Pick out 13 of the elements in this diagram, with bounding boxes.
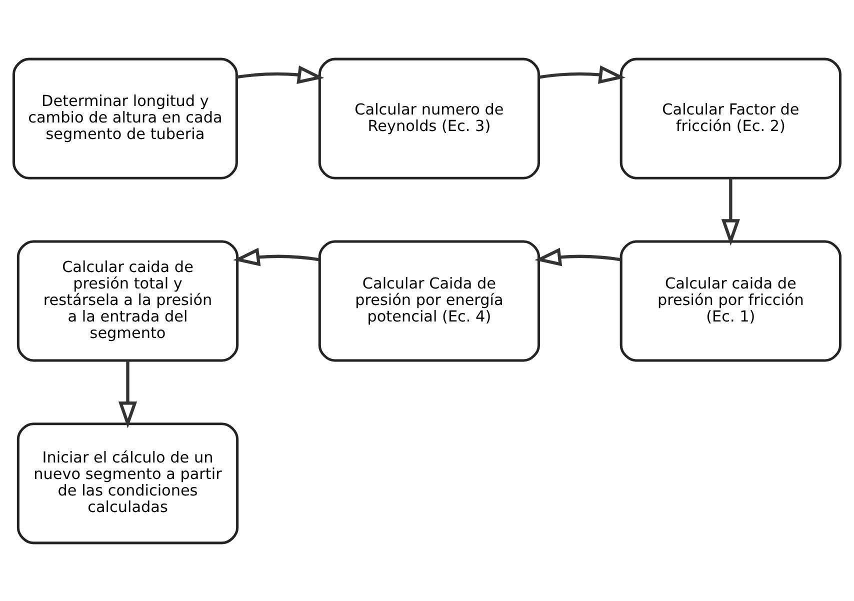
node-box: Determinar longitud y cambio de altura en cada segmento de tuberia: [12, 57, 238, 179]
node-box: Calcular Factor de fricción (Ec. 2): [620, 57, 842, 179]
node-box: Calcular caida de presión por fricción (Ec. 1): [620, 240, 842, 362]
arrow: [236, 64, 324, 84]
arrow: [534, 247, 622, 266]
node-box: Calcular caida de presión total y restársela a la presión a la entrada del segmento: [16, 240, 239, 362]
arrow: [118, 360, 138, 428]
node-box: Calcular numero de Reynolds (Ec. 3): [318, 57, 540, 179]
node-box: Iniciar el cálculo de un nuevo segmento a partir de las condiciones calculadas: [16, 422, 239, 544]
arrow: [539, 64, 626, 84]
node-box: Calcular Caida de presión por energía potencial (Ec. 4): [318, 240, 540, 362]
arrow: [233, 247, 320, 266]
arrow: [721, 178, 740, 246]
